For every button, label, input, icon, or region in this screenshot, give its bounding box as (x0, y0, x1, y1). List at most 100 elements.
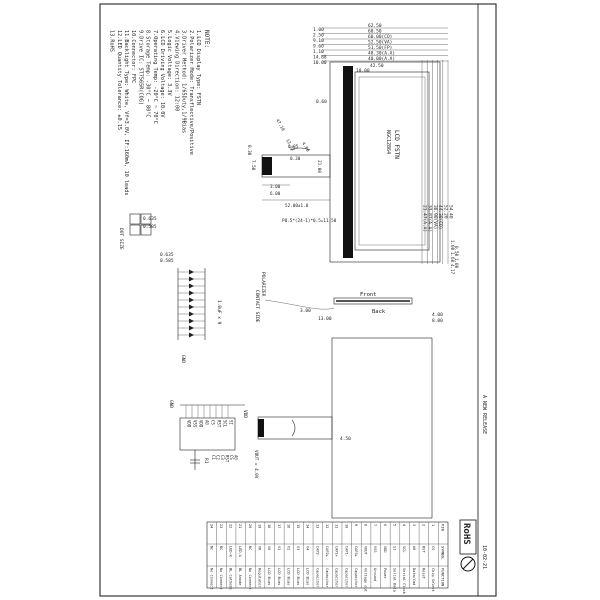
ic-pin-label: SCL (223, 420, 228, 428)
right-dim-label: 0.50 (454, 246, 459, 257)
pin-table-cell: CAP1- (344, 546, 348, 557)
fpc-dim-label: 4.00 (300, 141, 311, 153)
pin-table-cell: SCL (402, 546, 406, 553)
circuit-label: C2 (216, 455, 221, 460)
pin-table-cell: CAP2+ (325, 546, 329, 558)
pin-table-cell: Capacitor (315, 568, 319, 588)
note-line: 4.Viewing Direction: 12:00 (173, 30, 179, 111)
top-view: LCD FSTN NGC12864 62.5060.5060.00(CO)52.… (246, 23, 459, 274)
pin-table-cell: 14 (306, 524, 310, 528)
side-dim-3: 4.00 (432, 312, 443, 318)
left-dim-label: 9.10 (313, 38, 324, 44)
right-dim-label: 1.00 (450, 240, 455, 251)
led-diode-icon (189, 318, 194, 324)
fpc-contacts (262, 157, 272, 175)
ic-pin-label: VDD (187, 420, 192, 428)
pin-table-cell: SI (392, 546, 396, 550)
note-line: 2.Polarizer Mode: Transflective/Positive (188, 30, 194, 155)
ic-pin-label: A0 (205, 420, 210, 425)
left-dim-label: 1.00 (313, 27, 324, 33)
ic-pin-label: VDD (199, 420, 204, 428)
note-line: 10.Connector: FPC (130, 30, 136, 83)
rohs-text: RoHS (461, 523, 471, 545)
pin-table-cell: V3 (296, 546, 300, 550)
glass-sub: NGC12864 (385, 130, 391, 154)
resistor-label: R1 (203, 458, 209, 464)
pin-table-cell: Data/Cmd (412, 568, 416, 585)
pixel-dim-3: 0.635 (160, 252, 174, 258)
fpc-dim-label: 47.10 (274, 118, 286, 133)
pin-table-cell: 13 (315, 524, 319, 528)
width-dim-label: 40.00(A.A) (368, 56, 395, 62)
circuit-label: RST (225, 455, 230, 463)
pin-table-cell: No Connect (248, 568, 252, 590)
pin-table-frame (206, 521, 449, 589)
pin-table-cell: 12 (325, 524, 329, 528)
side-panel (333, 297, 413, 305)
pin-table-cell: VDD (383, 546, 387, 553)
led-diode-icon (189, 290, 194, 296)
pin-table-cell: VSS (373, 546, 377, 553)
pin-table-cell: 11 (335, 524, 339, 528)
ic-pin-label: SI (229, 420, 234, 425)
side-view: Front Back POLARIZER CONTACT SIDE 3.00 1… (254, 272, 443, 324)
pin-table-cell: LCD Bias (277, 568, 281, 585)
left-dim-label: 9.60 (313, 44, 324, 50)
left-dim-label: 2.50 (313, 33, 324, 39)
fpc-dim-label: P0.5*(24-1)*0.5=11.50 (282, 218, 337, 224)
bottom-view: 4.50 (257, 337, 433, 519)
width-dim-label: 51.50(FP) (368, 45, 392, 51)
height-dim-label: 44.30(CO) (437, 205, 443, 229)
left-dim-label: 1.10 (313, 49, 324, 55)
fpc-dim-label: 7.50 (250, 160, 256, 171)
viewing-area (354, 71, 430, 251)
led-diode-icon (189, 283, 194, 289)
led-diode-icon (189, 325, 194, 331)
led-diode-icon (189, 276, 194, 282)
pixel-2 (140, 213, 152, 225)
fpc-break (289, 147, 311, 151)
fpc-dim-label: 21.00 (316, 160, 322, 173)
note-line: 7.Operating Temp: -20°C ~ 70°C (152, 30, 158, 124)
back-fpc-contacts (258, 419, 264, 437)
height-dim-label: 54.40 (448, 205, 454, 219)
pin-table-cell: NC (209, 546, 213, 550)
pixel-caption: DOT SIZE (118, 228, 124, 250)
pin-table-cell: Capacitor (325, 568, 329, 588)
led-diode-icon (189, 269, 194, 275)
active-area (358, 76, 426, 246)
left-dim-label: 14.88 (313, 55, 327, 61)
circuit-note: VOUT = 4.0V (253, 450, 259, 479)
pin-table-cell: 10 (344, 524, 348, 528)
height-dim-label: 33.87(A.A) (427, 205, 433, 232)
fpc-dim-label: 6.00 (270, 191, 281, 197)
note-line: 6.LCD Driving Voltage: 10.0V (159, 30, 165, 117)
pixel-dim-2: 0.585 (143, 224, 157, 230)
sheet-border (99, 3, 497, 597)
pin-table-cell: LCD Bias (286, 568, 290, 585)
pin-table-cell: LCD Bias (267, 568, 271, 585)
pb-strike-icon (462, 558, 474, 570)
width-dim-label: 60.50 (368, 29, 382, 35)
height-dim-label: 52.20 (442, 205, 448, 219)
pin-table-cell: LCD Bias (296, 568, 300, 585)
note-line: 8.Storage Temp: -30°C ~ 80°C (145, 30, 151, 117)
pin-table-cell: No Connect (209, 568, 213, 590)
fpc-dim-label: 12.52 (284, 138, 296, 153)
side-dim-4: 8.00 (432, 318, 443, 324)
pixel-4 (140, 224, 152, 236)
fpc-dims: 0.3047.1012.520.853.006.0052.00±1.0P0.5*… (246, 118, 337, 224)
led-caps: 1.0uF x 9 (216, 300, 222, 325)
pin-table-cell: LED-K (229, 546, 233, 558)
note-line: 1.LCD Display Type: FSTN (195, 30, 201, 105)
pin-table-cell: 24 (209, 524, 213, 528)
pin-table-cell: Ground (373, 568, 377, 581)
fpc-dim-label: 0.85 (288, 144, 299, 150)
pin-table-cell: CAP2- (315, 546, 319, 557)
